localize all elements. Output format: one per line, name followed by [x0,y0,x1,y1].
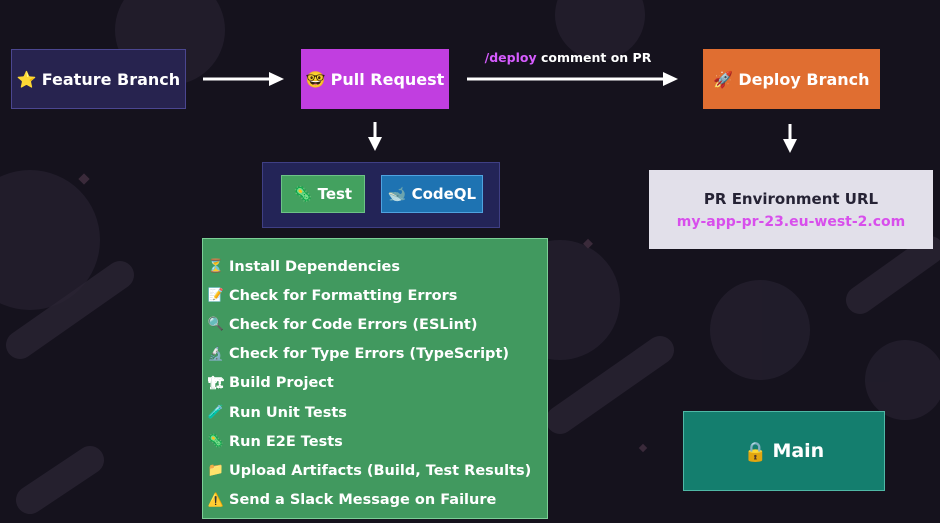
pr-environment-url: my-app-pr-23.eu-west-2.com [676,214,906,230]
microscope-icon: 🔬 [207,346,225,362]
step-label: Check for Type Errors (TypeScript) [229,346,509,363]
test-job-node: 🦠 Test [281,175,365,213]
step-install-dependencies: ⏳ Install Dependencies [207,252,547,281]
hourglass-icon: ⏳ [207,259,225,275]
microbe-icon: 🦠 [293,185,313,203]
step-check-code-errors: 🔍 Check for Code Errors (ESLint) [207,310,547,339]
step-check-type-errors: 🔬 Check for Type Errors (TypeScript) [207,340,547,369]
feature-branch-label: Feature Branch [41,69,181,89]
step-label: Upload Artifacts (Build, Test Results) [229,462,532,479]
arrow-deploy-to-env [783,124,797,153]
step-run-e2e-tests: 🦠 Run E2E Tests [207,427,547,456]
main-branch-label: Main [772,440,825,462]
deploy-branch-label: Deploy Branch [738,69,870,89]
pull-request-node: 🤓 Pull Request [301,49,449,109]
warning-icon: ⚠️ [207,492,225,508]
deploy-branch-node: 🚀 Deploy Branch [703,49,880,109]
codeql-job-node: 🐋 CodeQL [381,175,483,213]
arrow-pr-to-jobs [368,122,382,151]
pull-request-label: Pull Request [330,69,445,89]
pr-environment-title: PR Environment URL [703,190,879,208]
deploy-command-text: /deploy [484,50,537,65]
memo-icon: 📝 [207,288,225,304]
arrow-feature-to-pr [203,72,284,86]
lock-icon: 🔒 [743,440,768,463]
main-branch-node: 🔒 Main [683,411,885,491]
step-label: Check for Code Errors (ESLint) [229,316,478,333]
pr-environment-box: PR Environment URL my-app-pr-23.eu-west-… [649,170,933,249]
rocket-icon: 🚀 [713,69,734,89]
step-label: Check for Formatting Errors [229,287,458,304]
test-tube-icon: 🧪 [207,405,225,421]
step-label: Build Project [229,375,334,392]
nerd-face-icon: 🤓 [305,69,326,89]
magnifier-icon: 🔍 [207,317,225,333]
step-check-formatting: 📝 Check for Formatting Errors [207,281,547,310]
step-label: Run Unit Tests [229,404,347,421]
step-label: Send a Slack Message on Failure [229,492,497,509]
microbe-icon: 🦠 [207,434,225,450]
test-steps-list: ⏳ Install Dependencies 📝 Check for Forma… [202,238,548,519]
arrow-pr-to-deploy [467,72,678,86]
step-run-unit-tests: 🧪 Run Unit Tests [207,398,547,427]
step-label: Install Dependencies [229,258,401,275]
codeql-job-label: CodeQL [411,185,477,203]
whale-icon: 🐋 [387,185,407,203]
construction-icon: 🏗 [207,375,225,391]
deploy-comment-text: comment on PR [536,50,652,65]
feature-branch-node: ⭐ Feature Branch [11,49,186,109]
step-slack-on-failure: ⚠️ Send a Slack Message on Failure [207,486,547,515]
folder-icon: 📁 [207,463,225,479]
deploy-comment-edge-label: /deploy comment on PR [478,50,658,65]
step-upload-artifacts: 📁 Upload Artifacts (Build, Test Results) [207,456,547,485]
star-icon: ⭐ [16,69,37,89]
step-label: Run E2E Tests [229,433,343,450]
step-build-project: 🏗 Build Project [207,369,547,398]
test-job-label: Test [317,185,353,203]
